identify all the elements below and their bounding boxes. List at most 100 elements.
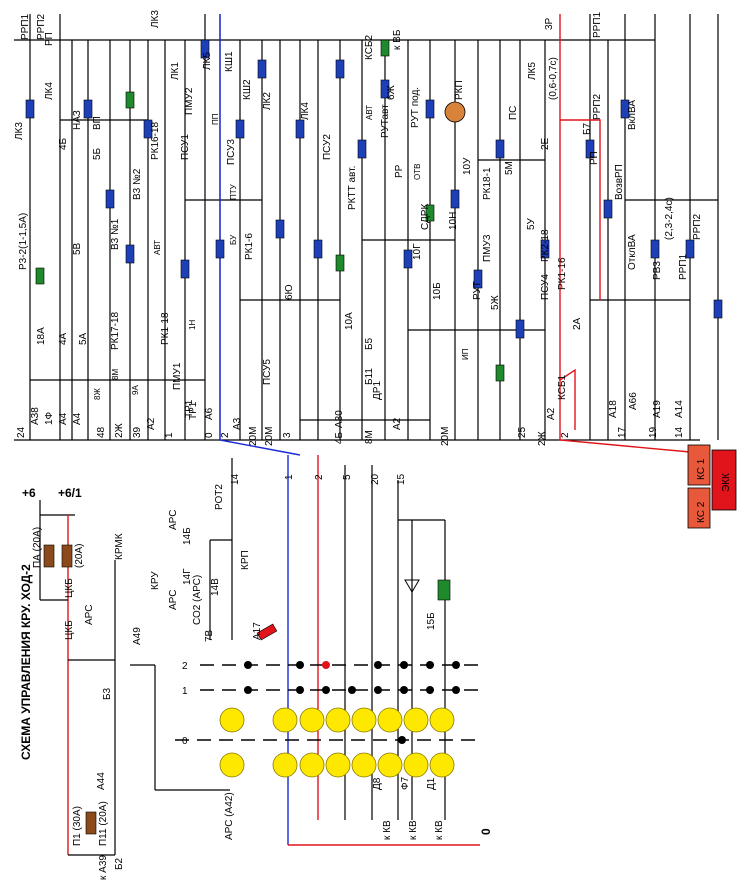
label-2e: 2Е [540,137,551,150]
wire-25: 25 [517,426,528,438]
colored-wires-top [219,14,691,456]
label-rkp: РКП [454,80,465,100]
note-pp: ПП [211,113,220,125]
label-vz2: В3 №2 [132,168,143,200]
label-rrp2: РРП2 [592,93,603,120]
position-1: 1 [182,686,188,697]
ks1-label: КС 1 [696,458,707,480]
label-vp: ВП [92,116,103,130]
label-5a: 5А [78,332,89,345]
label-psu1: ПСУ1 [180,134,191,160]
wire-39: 39 [132,426,143,438]
label-rktt: РКТТ авт. [347,166,358,210]
note-avt: АВТ [153,240,162,255]
label-k-a39: к А39 [98,855,109,880]
note-9a: 9А [131,385,140,395]
wire-8m: 8М [364,430,375,444]
label-rutavt: РУТавт [380,104,391,138]
label-d1: Д1 [426,777,437,790]
a17-marker-icon [256,623,278,641]
label-ksh1: КШ1 [224,51,235,72]
label-lk1: ЛК1 [170,62,181,80]
wire-a18: А18 [608,400,619,418]
wire-a30: А30 [334,410,345,428]
label-vz1: В3 №1 [110,218,121,250]
wire-2zh-b: 2Ж [537,430,548,446]
label-2a: 2А [572,317,583,330]
bottom-wire-labels: 24 А38 1Ф А4 А4 48 2Ж 39 А2 1 ТР1 А6 0 2… [16,392,685,446]
wire-3: 3 [282,432,293,438]
wire-17: 17 [617,426,628,438]
wire-a66: А66 [628,392,639,410]
wire-a2-c: А2 [546,407,557,420]
label-5v: 5В [72,242,83,255]
label-ars-top: АРС [168,510,179,530]
label-b2: Б2 [114,857,125,870]
label-tskb-b: ЦКБ [64,620,75,640]
note-bu: БУ [229,234,238,245]
label-tr1: ТР1 [188,401,199,420]
wire-1: 1 [164,432,175,438]
wire-a4: А4 [58,412,69,425]
label-15b: 15Б [426,612,437,630]
fuse-p1-label: П1 (30А) [72,806,83,846]
wire-a19: А19 [652,400,663,418]
label-psu4: ПСУ4 [540,274,551,300]
label-rv3: РВ3 [652,261,663,280]
label-7v: 7В [204,629,215,642]
diode-icon [404,579,420,593]
label-rr: РР [394,164,405,178]
ks-blocks: КС 1 КС 2 ЭКК [687,444,737,529]
label-ksb2: КСБ2 [364,35,375,60]
label-d8: Д8 [372,777,383,790]
ks2-label: КС 2 [696,501,707,523]
label-lk2: ЛК2 [262,92,273,110]
label-5u: 5У [526,217,537,230]
label-lk4-b: ЛК4 [300,102,311,120]
label-rk17-18: РК17-18 [110,311,121,350]
label-rp: РП [44,32,55,46]
label-a17: А17 [252,622,263,640]
label-10u: 10У [462,157,473,175]
label-lk5-b: ЛК5 [527,62,538,80]
label-rrp1-left: РРП1 [20,13,31,40]
label-lk3-b: ЛК3 [150,10,161,28]
wire-2zh: 2Ж [114,422,125,438]
label-k-kv-2: к КВ [408,820,419,840]
relay-coils [25,39,723,339]
label-b11: Б11 [364,368,375,385]
label-sdrk: СДРК [420,204,431,230]
top-component-labels: ЛК3 ЛК5 ЛК4 ЛК1 ЛК2 ЛК3 ЛК4 ЛК5 КШ1 КШ2 … [14,10,600,420]
label-delay-2: (2,3-2,4с) [664,197,675,240]
label-5zh: 5Ж [490,294,501,310]
ekk-label: ЭКК [721,473,732,492]
wire-19: 19 [648,426,659,438]
wire-a4-b: А4 [72,412,83,425]
wire-24: 24 [16,426,27,438]
label-a44: А44 [96,772,107,790]
fuse-p11-label: П11 (20А) [98,801,109,846]
label-k-kv-3: к КВ [434,820,445,840]
bottom-wire-1: 1 [284,474,295,480]
wire-a14: А14 [674,400,685,418]
wire-2: 2 [220,432,231,438]
label-ksb1: КСБ1 [557,375,568,400]
label-psu5: ПСУ5 [262,359,273,385]
diagram-title: СХЕМА УПРАВЛЕНИЯ КРУ. ХОД-2 [19,564,33,760]
note-8zh: 8Ж [93,388,102,400]
wire-20m-b: 20М [264,427,275,446]
label-rrp1-b: РРП1 [678,253,689,280]
ks1-block [687,444,711,486]
plus6-label: +6 [22,486,36,500]
note-avt-b: АВТ [365,105,374,120]
label-b7: Б7 [582,122,593,135]
fuse-20a-icon [61,544,73,568]
note-otv: ОТВ [413,164,422,180]
position-0: 0 [182,736,188,747]
label-krp: КРП [240,550,251,570]
label-rk2-18: РК2-18 [540,229,551,262]
label-14b: 14Б [182,527,193,545]
label-rrp2-left: РРП2 [36,13,47,40]
label-10b: 10Б [432,282,443,300]
